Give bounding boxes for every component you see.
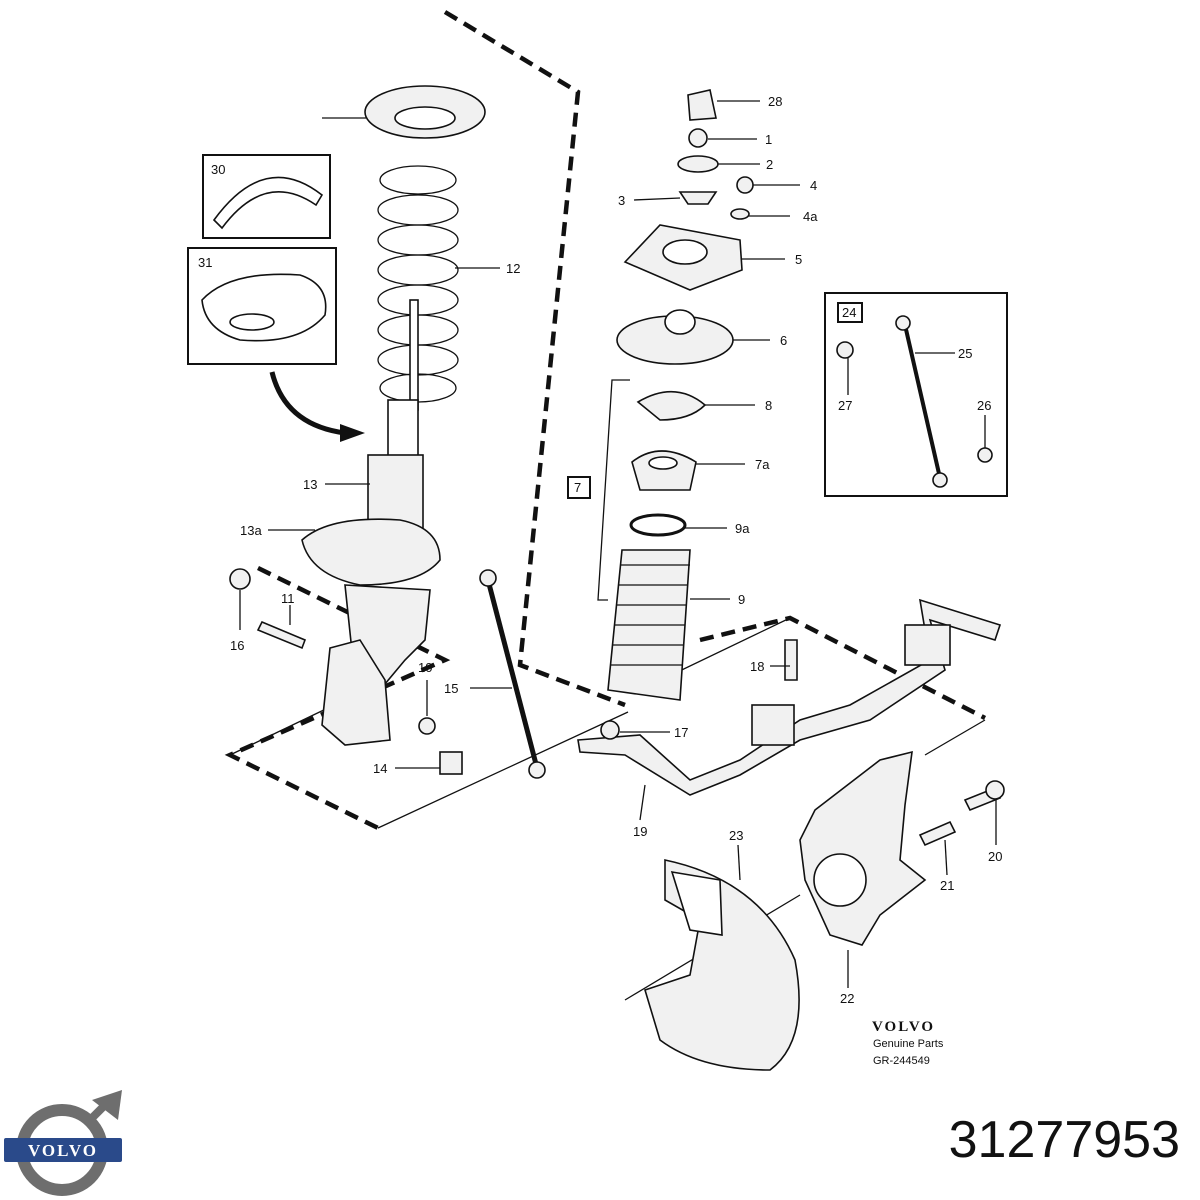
callout-16: 16	[230, 638, 244, 653]
link-rod-15	[485, 579, 540, 769]
stabilizer-bar-19	[577, 598, 1002, 796]
curved-arrow	[269, 371, 346, 436]
callout-9: 9	[738, 592, 745, 607]
bump-stop-7a	[631, 450, 697, 491]
knuckle-clamp	[321, 639, 391, 746]
diagram-brand-name: VOLVO	[872, 1019, 935, 1035]
link-rod-25-top	[895, 315, 911, 331]
link-rod-25-bottom	[932, 472, 948, 488]
brake-shield-23-bracket	[670, 870, 723, 936]
callout-9a: 9a	[735, 521, 750, 536]
callout-28: 28	[768, 94, 782, 109]
callout-19: 19	[633, 824, 647, 839]
assembly-line-4	[924, 719, 986, 756]
volvo-logo: VOLVO	[4, 1090, 122, 1196]
diagram-ref-number: GR-244549	[873, 1055, 930, 1067]
spring-upper-seat-31-hole	[394, 106, 456, 130]
nut-4	[736, 176, 754, 194]
diagram-brand-subtitle: Genuine Parts	[873, 1038, 944, 1050]
link-rod-25	[903, 324, 942, 479]
callout-3: 3	[618, 193, 625, 208]
callout-12: 12	[506, 261, 520, 276]
callout-26: 26	[977, 398, 991, 413]
bracket-7	[597, 379, 630, 601]
callout-5: 5	[795, 252, 802, 267]
callout-15: 15	[444, 681, 458, 696]
link-rod-15-bottom	[528, 761, 546, 779]
bearing-plate-6-center	[664, 309, 696, 335]
callout-4a: 4a	[803, 209, 818, 224]
dust-boot-9-ribs	[610, 564, 690, 666]
bolt-11	[256, 620, 307, 650]
callout-20: 20	[988, 849, 1002, 864]
callout-22: 22	[840, 991, 854, 1006]
leader-lines	[239, 100, 997, 988]
callout-6: 6	[780, 333, 787, 348]
washer-2	[677, 155, 719, 173]
callout-4: 4	[810, 178, 817, 193]
bolt-20-head	[985, 780, 1005, 800]
callout-17: 17	[674, 725, 688, 740]
bushing-right	[904, 624, 951, 666]
strut-body-13	[387, 399, 419, 461]
washer-4a	[730, 208, 750, 220]
callout-2: 2	[766, 157, 773, 172]
nut-10	[418, 717, 436, 735]
callout-14: 14	[373, 761, 387, 776]
spring-pad-29	[212, 176, 324, 230]
spring-seat-30	[201, 273, 327, 342]
brake-shield-23	[644, 859, 800, 1071]
retainer-3	[678, 191, 718, 205]
part-number: 31277953	[948, 1111, 1180, 1169]
callout-23: 23	[729, 828, 743, 843]
clip-14	[439, 751, 463, 775]
detail-box-29	[202, 154, 331, 239]
o-ring-9a	[629, 513, 687, 537]
nut-27	[836, 341, 854, 359]
spring-seat-30-hole	[229, 313, 275, 331]
dashed-outline-strut	[443, 10, 626, 708]
callout-27: 27	[838, 398, 852, 413]
callout-25: 25	[958, 346, 972, 361]
volvo-logo-text: VOLVO	[28, 1141, 98, 1160]
detail-box-30	[187, 247, 337, 365]
curved-arrow-head	[340, 424, 365, 442]
bump-cap-28	[687, 89, 717, 121]
callout-box-24	[837, 302, 863, 323]
detail-box-24	[824, 292, 1008, 497]
callout-box-7	[567, 476, 591, 499]
volvo-logo-arrow-shaft	[87, 1099, 111, 1123]
callout-10: 10	[418, 660, 432, 675]
callout-1: 1	[765, 132, 772, 147]
callout-29: 30	[211, 162, 225, 177]
callout-13: 13	[303, 477, 317, 492]
spring-lower-seat-13a	[301, 518, 441, 586]
bolt-21	[918, 820, 957, 847]
piston-rod	[409, 299, 419, 411]
link-rod-15-top	[479, 569, 497, 587]
callout-18: 18	[750, 659, 764, 674]
callout-11: 11	[281, 591, 295, 606]
bump-stop-7a-ring	[648, 456, 678, 470]
spring-retainer-8	[636, 390, 707, 421]
callout-30: 31	[198, 255, 212, 270]
top-mount-5-bearing	[662, 239, 708, 265]
callout-8: 8	[765, 398, 772, 413]
nut-26	[977, 447, 993, 463]
bolt-18	[784, 639, 798, 681]
nut-16	[229, 568, 251, 590]
bushing-left	[751, 704, 795, 746]
nut-17	[600, 720, 620, 740]
callout-24: 24	[842, 305, 856, 320]
callout-21: 21	[940, 878, 954, 893]
volvo-logo-bar	[4, 1138, 122, 1162]
steering-knuckle-22	[799, 750, 927, 946]
callout-7a: 7a	[755, 457, 770, 472]
nut-1	[688, 128, 708, 148]
callout-13a: 13a	[240, 523, 262, 538]
callout-7: 7	[574, 480, 581, 495]
assembly-line-1	[377, 711, 629, 829]
knuckle-hub-hole	[813, 853, 867, 907]
